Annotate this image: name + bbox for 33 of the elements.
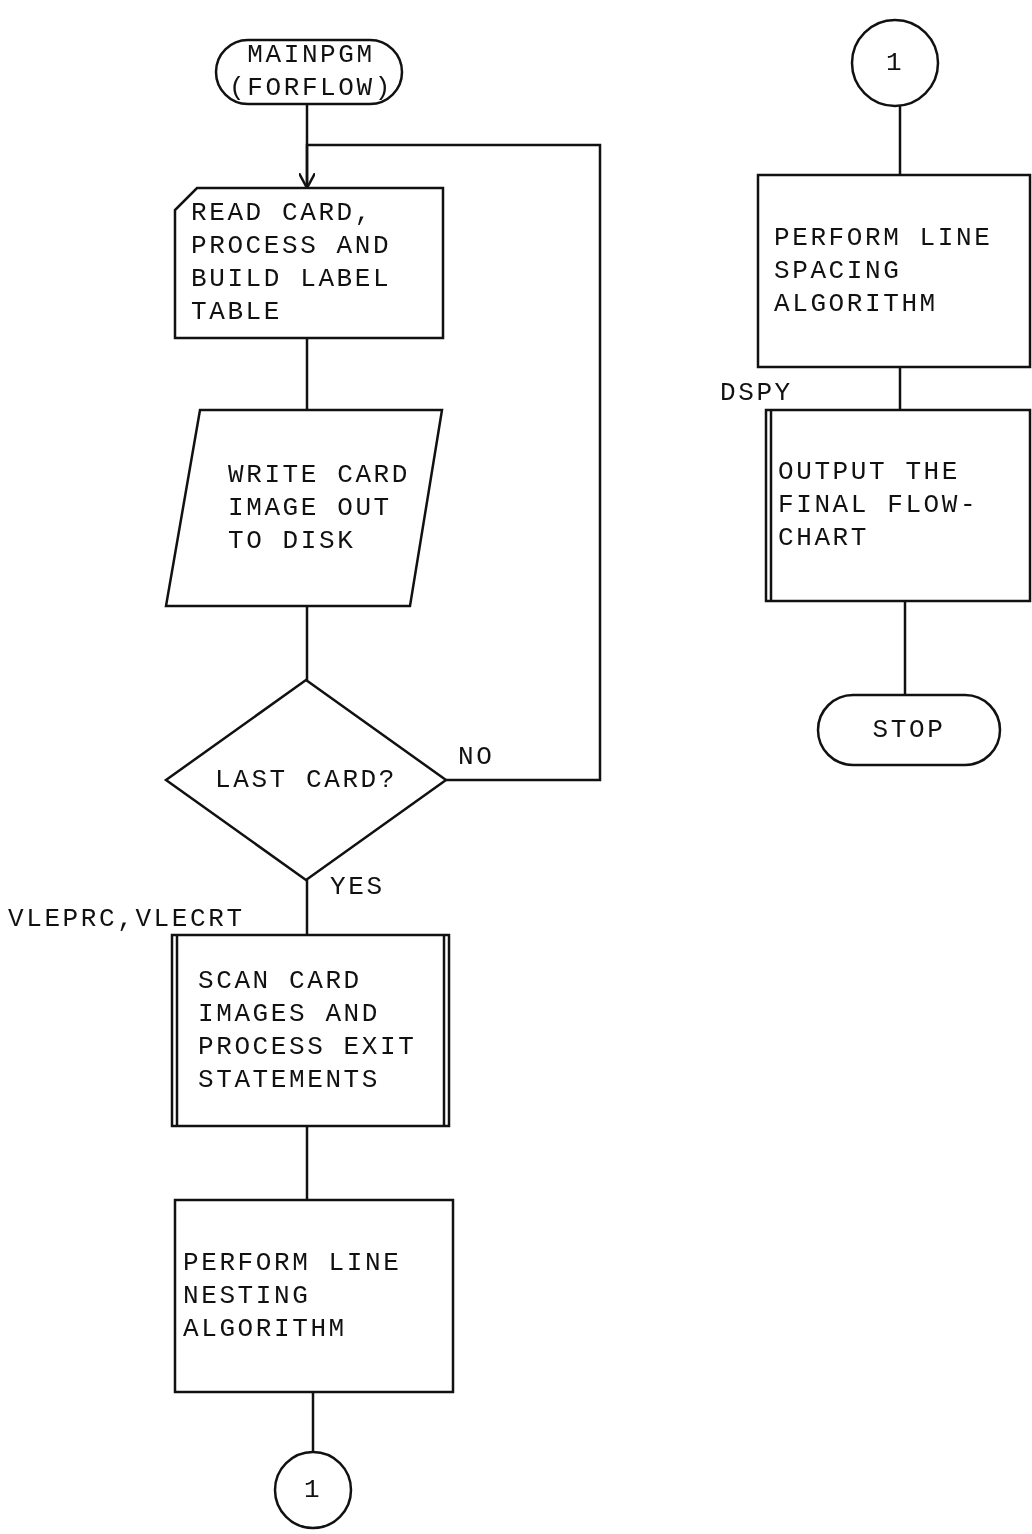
node-text: LAST CARD? xyxy=(215,763,397,797)
node-text: PERFORM LINE NESTING ALGORITHM xyxy=(183,1246,403,1346)
process-box xyxy=(758,175,1030,367)
predefined-process-box xyxy=(172,935,449,1126)
arrow xyxy=(297,143,602,782)
terminal-shape xyxy=(818,695,1000,765)
process-box xyxy=(175,1200,453,1392)
connector-circle xyxy=(852,20,938,106)
connector-line xyxy=(305,1126,309,1200)
node-text: WRITE CARD IMAGE OUT TO DISK xyxy=(228,458,412,558)
node-text: READ CARD, PROCESS AND BUILD LABEL TABLE xyxy=(191,197,393,329)
connector-line xyxy=(311,1392,315,1452)
node-text: STOP xyxy=(872,713,946,747)
node-text: OUTPUT THE FINAL FLOW-CHART xyxy=(778,456,980,555)
connector-line xyxy=(305,338,309,410)
connector-line xyxy=(898,106,902,175)
subroutine-label: VLEPRC,VLECRT xyxy=(8,904,245,934)
edge-label: NO xyxy=(458,742,495,772)
connector-line xyxy=(898,367,902,410)
node-text: PERFORM LINE SPACING ALGORITHM xyxy=(774,221,994,321)
connector-line xyxy=(305,880,309,935)
node-text: SCAN CARD IMAGES AND PROCESS EXIT STATEMENTS xyxy=(198,964,418,1097)
edge-label: YES xyxy=(330,872,385,902)
node-text: 1 xyxy=(303,1473,323,1507)
node-text: MAINPGM (FORFLOW) xyxy=(228,39,394,105)
connector-circle xyxy=(275,1452,351,1528)
connector-line xyxy=(305,606,309,680)
node-text: 1 xyxy=(885,46,905,80)
input-output-parallelogram xyxy=(166,410,442,606)
subroutine-label: DSPY xyxy=(720,378,793,408)
card-input-shape xyxy=(175,188,443,338)
predefined-process-box xyxy=(766,410,1030,601)
connector-line xyxy=(903,601,907,695)
